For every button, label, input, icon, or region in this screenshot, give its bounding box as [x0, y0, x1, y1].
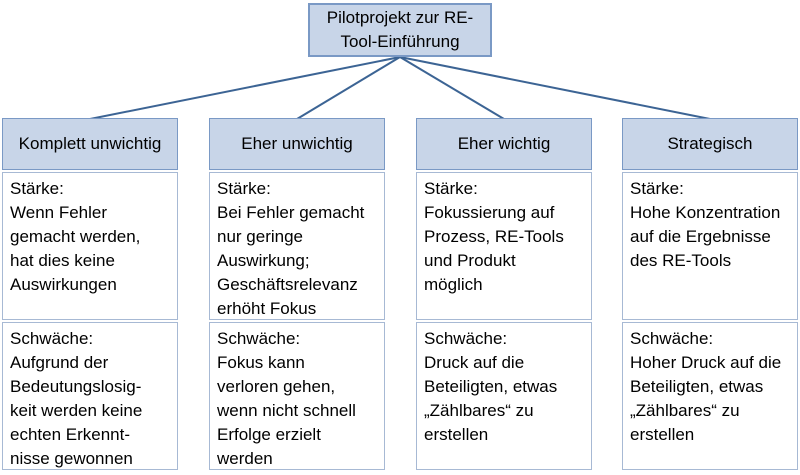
root-node-pilot-project: Pilotprojekt zur RE- Tool-Einführung	[308, 3, 492, 57]
header-label: Eher unwichtig	[241, 134, 353, 153]
connector-line-3	[399, 56, 505, 120]
header-node-eher-unwichtig: Eher unwichtig	[209, 118, 385, 170]
connector-line-4	[399, 56, 711, 120]
header-label: Komplett unwichtig	[18, 134, 162, 153]
root-node-title: Pilotprojekt zur RE- Tool-Einführung	[326, 8, 474, 51]
strength-box-eher-unwichtig: Stärke: Bei Fehler gemacht nur geringe A…	[209, 172, 385, 320]
strength-box-eher-wichtig: Stärke: Fokussierung auf Prozess, RE-Too…	[416, 172, 592, 320]
weakness-box-eher-unwichtig: Schwäche: Fokus kann verloren gehen, wen…	[209, 322, 385, 470]
strength-box-strategisch: Stärke: Hohe Konzentration auf die Ergeb…	[622, 172, 798, 320]
weakness-box-eher-wichtig: Schwäche: Druck auf die Beteiligten, etw…	[416, 322, 592, 470]
weakness-box-komplett-unwichtig: Schwäche: Aufgrund der Bedeutungslosig- …	[2, 322, 178, 470]
header-label: Eher wichtig	[457, 134, 551, 153]
header-label: Strategisch	[667, 134, 753, 153]
connector-line-2	[296, 56, 401, 120]
strength-box-komplett-unwichtig: Stärke: Wenn Fehler gemacht werden, hat …	[2, 172, 178, 320]
weakness-box-strategisch: Schwäche: Hoher Druck auf die Beteiligte…	[622, 322, 798, 470]
connector-line-1	[89, 56, 401, 120]
header-node-strategisch: Strategisch	[622, 118, 798, 170]
header-node-eher-wichtig: Eher wichtig	[416, 118, 592, 170]
header-node-komplett-unwichtig: Komplett unwichtig	[2, 118, 178, 170]
